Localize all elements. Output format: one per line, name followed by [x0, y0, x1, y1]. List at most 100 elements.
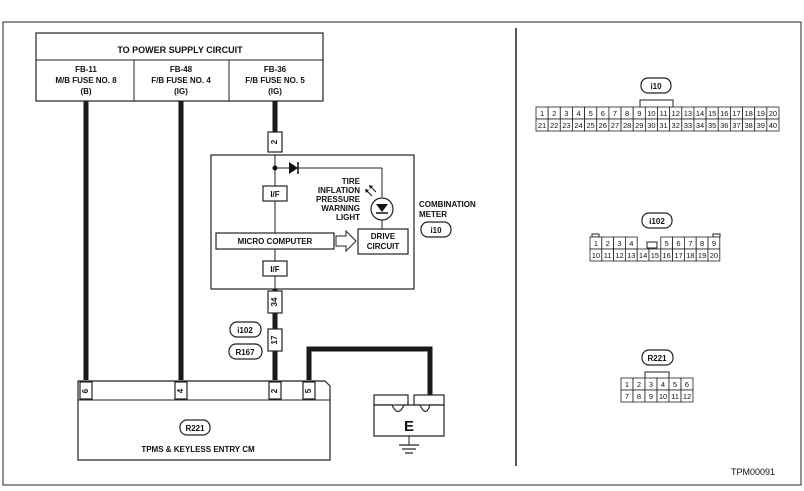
diode-icon: [289, 162, 298, 174]
pin-cell: [680, 389, 694, 403]
meter-name-1: COMBINATION: [419, 200, 476, 209]
pin-cell: [707, 248, 721, 262]
wire-ground: [306, 346, 433, 395]
pin-number: 29: [635, 121, 643, 130]
pin-number: 38: [744, 121, 752, 130]
pin-number: 15: [651, 251, 659, 260]
pin-number: 15: [708, 109, 716, 118]
pin-number: 12: [615, 251, 623, 260]
pin-number: 10: [647, 109, 655, 118]
pin-number: 18: [686, 251, 694, 260]
lamp-label-5: LIGHT: [336, 213, 360, 222]
pin-number: 11: [604, 251, 612, 260]
pin-number: 6: [676, 239, 680, 248]
svg-text:17: 17: [270, 335, 279, 344]
svg-text:I/F: I/F: [270, 190, 279, 199]
pin-number: 2: [637, 380, 641, 389]
tpms-ecu: 6 4 2 5 R221 TPMS & KEYLESS ENTRY CM: [77, 380, 331, 461]
pin-number: 9: [637, 109, 641, 118]
fuse-3-id: FB-36: [264, 65, 287, 74]
meter-pin-bottom: 34: [267, 290, 283, 314]
pin-number: 14: [696, 109, 704, 118]
ecu-pin-4: 5: [304, 388, 313, 393]
connector-i10-label: i10: [650, 82, 662, 91]
pin-number: 10: [659, 392, 667, 401]
pin-number: 26: [599, 121, 607, 130]
fuse-1-name: M/B FUSE NO. 8: [55, 76, 117, 85]
pin-number: 14: [639, 251, 647, 260]
pin-number: 34: [696, 121, 704, 130]
arrow-icon: [335, 229, 357, 253]
pin-number: 5: [673, 380, 677, 389]
power-supply-box: TO POWER SUPPLY CIRCUIT FB-11 M/B FUSE N…: [35, 32, 324, 102]
pin-number: 2: [606, 239, 610, 248]
svg-text:i10: i10: [430, 226, 442, 235]
ecu-connector: R221: [185, 424, 205, 433]
pin-number: 35: [708, 121, 716, 130]
combination-meter: I/F TIRE INFLATION PRESSURE WARNING LIGH…: [210, 154, 415, 290]
power-supply-title: TO POWER SUPPLY CIRCUIT: [117, 45, 243, 55]
pin-number: 5: [665, 239, 669, 248]
harness-connector-b: R167: [235, 348, 255, 357]
meter-name-2: METER: [419, 210, 447, 219]
fuse-1-type: (B): [80, 87, 91, 96]
pin-number: 8: [637, 392, 641, 401]
fuse-2-id: FB-48: [170, 65, 193, 74]
lamp-label-4: WARNING: [321, 204, 360, 213]
pin-number: 7: [688, 239, 692, 248]
ecu-pin-1: 6: [81, 388, 90, 393]
junction-dot: [272, 165, 278, 171]
pin-number: 36: [720, 121, 728, 130]
pin-number: 32: [672, 121, 680, 130]
pin-number: 19: [698, 251, 706, 260]
harness-pin: 17: [267, 328, 283, 352]
pin-number: 28: [623, 121, 631, 130]
pin-number: 22: [550, 121, 558, 130]
fuse-2-type: (IG): [174, 87, 188, 96]
pin-number: 12: [683, 392, 691, 401]
figure-code: TPM00091: [731, 467, 775, 477]
ecu-pin-3: 2: [270, 388, 279, 393]
pin-number: 11: [671, 392, 679, 401]
pin-number: 12: [672, 109, 680, 118]
pin-number: 3: [564, 109, 568, 118]
harness-connector-a: i102: [237, 326, 253, 335]
ground-label: E: [404, 418, 414, 435]
fuse-3-name: F/B FUSE NO. 5: [245, 76, 305, 85]
pin-number: 13: [684, 109, 692, 118]
outer-frame: [2, 21, 802, 486]
pin-number: 5: [589, 109, 593, 118]
pin-number: 3: [649, 380, 653, 389]
fuse-1-id: FB-11: [75, 65, 97, 74]
connector-r221-label: R221: [647, 354, 667, 363]
pin-number: 18: [744, 109, 752, 118]
pin-number: 4: [661, 380, 665, 389]
pin-number: 30: [647, 121, 655, 130]
pin-number: 9: [649, 392, 653, 401]
pin-number: 21: [538, 121, 546, 130]
pin-number: 33: [684, 121, 692, 130]
pin-number: 6: [601, 109, 605, 118]
connector-i102-label: i102: [649, 217, 665, 226]
fuse-2-name: F/B FUSE NO. 4: [151, 76, 211, 85]
pin-number: 20: [769, 109, 777, 118]
lamp-label-3: PRESSURE: [316, 195, 361, 204]
pin-number: 1: [625, 380, 629, 389]
pin-number: 16: [720, 109, 728, 118]
pin-number: 17: [732, 109, 740, 118]
pin-number: 27: [611, 121, 619, 130]
pin-number: 37: [732, 121, 740, 130]
drive-circuit-box: [357, 228, 409, 255]
pin-number: 7: [625, 392, 629, 401]
meter-connector-badge: i10: [420, 221, 452, 238]
ecu-pin-2: 4: [176, 388, 185, 393]
pin-number: 10: [592, 251, 600, 260]
svg-text:2: 2: [270, 139, 279, 144]
pin-number: 7: [613, 109, 617, 118]
pin-number: 4: [576, 109, 580, 118]
